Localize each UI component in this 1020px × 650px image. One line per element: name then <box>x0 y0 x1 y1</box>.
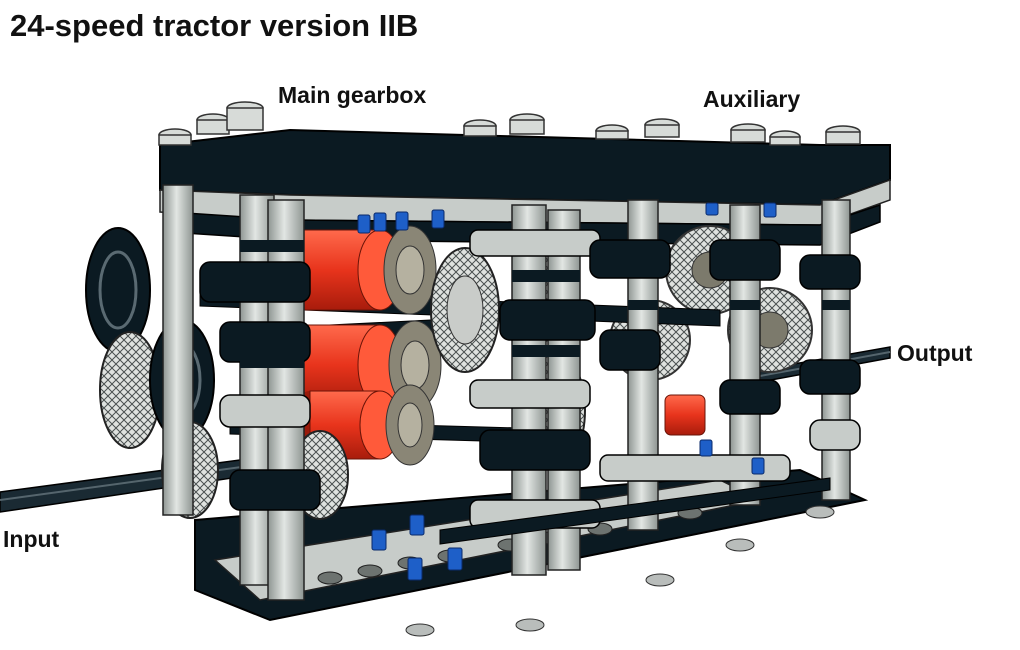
top-pin-caps <box>158 101 861 146</box>
post-bands <box>240 240 850 368</box>
label-auxiliary: Auxiliary <box>703 86 801 112</box>
blue-pins <box>357 202 777 581</box>
bottom-rear-axle <box>439 477 831 545</box>
horizontal-beams <box>199 229 861 529</box>
page-title: 24-speed tractor version IIB <box>10 8 419 43</box>
label-output: Output <box>897 340 973 366</box>
label-main-gearbox: Main gearbox <box>278 82 427 108</box>
label-input: Input <box>3 526 60 552</box>
